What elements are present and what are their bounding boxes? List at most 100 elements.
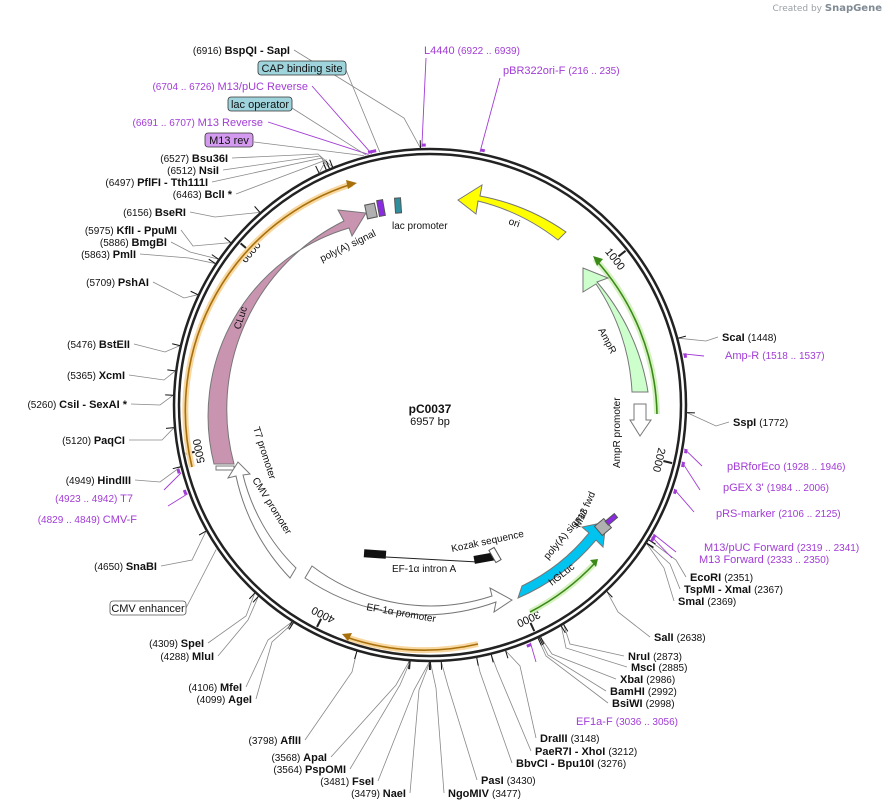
box-leader: [345, 69, 381, 153]
boxed-feature-label: CMV enhancer: [109, 600, 187, 616]
feature-ef1a-promoter: [304, 565, 513, 616]
primer-range: (6704 .. 6726): [152, 82, 217, 93]
orf-arc-ef1a-arrow: [342, 633, 352, 641]
site-label: (5120) PaqCI: [62, 435, 125, 447]
site-cut-mark: [167, 369, 176, 372]
credit-prefix: Created by: [772, 4, 822, 14]
primer-name: M13 Reverse: [198, 117, 263, 129]
primer-label: pBR322ori-F (216 .. 235): [503, 65, 620, 77]
site-label: BbvCI - Bpu10I (3276): [516, 758, 626, 770]
backbone-outer: [172, 147, 688, 663]
feature-ampr-promoter-label: AmpR promoter: [612, 397, 623, 468]
plasmid-name: pC0037: [409, 402, 452, 416]
primer-mark: [370, 149, 377, 154]
site-label: NgoMIV (3477): [448, 788, 521, 800]
site-leader: [152, 281, 198, 299]
site-cut-mark: [537, 637, 542, 646]
site-cut-mark: [538, 637, 544, 646]
site-pos: (3148): [571, 734, 600, 745]
site-name: PflFI - Tth111I: [137, 177, 208, 189]
restriction-site: (5120) PaqCI: [62, 435, 125, 447]
site-pos: (6156): [123, 208, 155, 219]
feature-intron-left: [363, 549, 387, 559]
site-leader: [129, 427, 175, 441]
site-leader: [429, 661, 445, 794]
site-label: (4288) MluI: [160, 651, 214, 663]
site-label: (5709) PshAI: [86, 277, 149, 289]
site-pos: (4099): [196, 695, 228, 706]
restriction-site: (4099) AgeI: [196, 694, 252, 706]
site-leader: [235, 159, 327, 195]
primer: M13 Forward (2333 .. 2350): [699, 554, 829, 566]
primer-name: T7: [120, 493, 133, 505]
site-leader: [377, 661, 430, 782]
primer-mark: [650, 537, 655, 543]
site-name: NsiI: [199, 165, 219, 177]
site-pos: (4949): [66, 476, 98, 487]
primer-range: (4923 .. 4942): [55, 494, 120, 505]
box-bg: [204, 132, 254, 148]
feature-ori: [457, 183, 567, 241]
site-leader: [560, 625, 628, 668]
site-pos: (5476): [67, 340, 99, 351]
site-label: SalI (2638): [654, 632, 706, 644]
site-label: TspMI - XmaI (2367): [684, 584, 783, 596]
primer-label: (4923 .. 4942) T7: [55, 493, 133, 505]
site-leader: [646, 542, 681, 590]
site-pos: (3798): [249, 736, 281, 747]
site-cut-mark: [254, 206, 261, 213]
tick-mark: [316, 618, 322, 628]
site-name: SmaI: [678, 596, 707, 608]
primer-range: (2106 .. 2125): [778, 509, 840, 520]
site-leader: [207, 592, 256, 644]
site-cut-mark: [172, 466, 181, 470]
restriction-site: (5709) PshAI: [86, 277, 149, 289]
primer-leader: [311, 85, 372, 155]
box-leader: [185, 549, 217, 609]
site-name: NruI: [628, 651, 653, 663]
primer: pGEX 3' (1984 .. 2006): [723, 482, 829, 494]
site-pos: (2367): [754, 585, 783, 596]
restriction-site: (5476) BstEII: [67, 339, 130, 351]
site-pos: (3212): [608, 747, 637, 758]
primer-name: CMV-F: [103, 514, 138, 526]
primer-name: M13/pUC Forward: [704, 542, 797, 554]
site-label: (6497) PflFI - Tth111I: [105, 177, 208, 189]
site-cut-mark: [288, 622, 294, 630]
orf-arc-hgluc-line: [529, 562, 596, 613]
box-text: M13 rev: [209, 135, 249, 147]
site-pos: (5863): [81, 250, 113, 261]
primer-name: pBR322ori-F: [503, 65, 568, 77]
orf-arc-ef1a-line: [345, 636, 479, 651]
restriction-site: (5886) BmgBI: [100, 237, 167, 249]
site-leader: [128, 370, 176, 381]
site-name: TspMI - XmaI: [684, 584, 754, 596]
site-name: BstEII: [99, 339, 130, 351]
orf-arc-cluc-arrow: [346, 180, 357, 189]
site-pos: (6512): [167, 166, 199, 177]
site-label: (6512) NsiI: [167, 165, 219, 177]
primer-range: (1984 .. 2006): [767, 483, 829, 494]
site-name: EcoRI: [690, 572, 724, 584]
site-leader: [160, 530, 207, 567]
site-name: MluI: [192, 651, 214, 663]
site-cut-mark: [208, 258, 216, 264]
feature-ampr-promoter: [629, 403, 652, 437]
primer-leader: [163, 472, 182, 491]
box-text: CAP binding site: [261, 63, 342, 75]
site-label: PasI (3430): [481, 775, 536, 787]
site-name: DraIII: [540, 733, 571, 745]
snapgene-credit: Created by SnapGene: [772, 3, 882, 14]
site-name: Bsu36I: [192, 153, 228, 165]
site-leader: [540, 636, 617, 680]
site-leader: [686, 412, 730, 427]
primer-leader: [681, 461, 701, 491]
restriction-site: SspI (1772): [733, 417, 788, 429]
site-label: (6463) BclI *: [173, 189, 233, 201]
site-label: ScaI (1448): [722, 332, 777, 344]
site-name: XcmI: [99, 370, 125, 382]
primer-name: Amp-R: [725, 350, 762, 362]
feature-m13fwd-label: M13 fwd: [573, 490, 598, 529]
restriction-site: (5365) XcmI: [67, 370, 125, 382]
site-name: SalI: [654, 632, 677, 644]
